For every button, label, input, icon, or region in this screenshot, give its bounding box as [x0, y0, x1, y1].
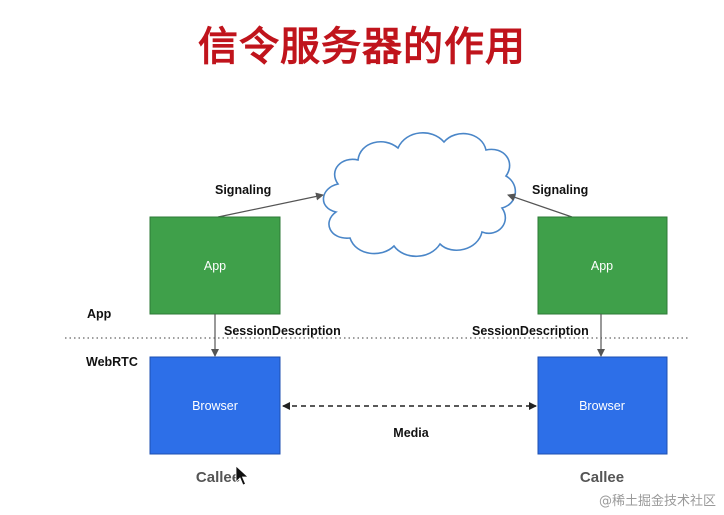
right-app-box — [537, 216, 668, 315]
right-browser-label: Browser — [579, 399, 625, 413]
watermark: @稀土掘金技术社区 — [598, 494, 716, 509]
right-session-label: SessionDescription — [472, 324, 589, 338]
page-title: 信令服务器的作用 — [198, 24, 526, 70]
right-signaling-arrow — [507, 193, 573, 218]
left-browser-label: Browser — [192, 399, 238, 413]
right-app-label: App — [591, 259, 613, 273]
cloud-icon — [322, 132, 517, 258]
right-browser-box — [537, 356, 668, 455]
left-session-label: SessionDescription — [224, 324, 341, 338]
left-party-label: Callee — [196, 469, 240, 486]
right-signaling-label: Signaling — [532, 183, 588, 197]
left-browser-box — [149, 356, 281, 455]
left-app-box — [149, 216, 281, 315]
media-label: Media — [393, 426, 429, 440]
left-signaling-arrow — [217, 192, 324, 218]
mouse-cursor-icon — [235, 465, 250, 486]
webrtc-layer-label: WebRTC — [86, 355, 138, 369]
app-layer-label: App — [87, 307, 112, 321]
right-party-label: Callee — [580, 469, 624, 486]
left-signaling-label: Signaling — [215, 183, 271, 197]
left-app-label: App — [204, 259, 226, 273]
